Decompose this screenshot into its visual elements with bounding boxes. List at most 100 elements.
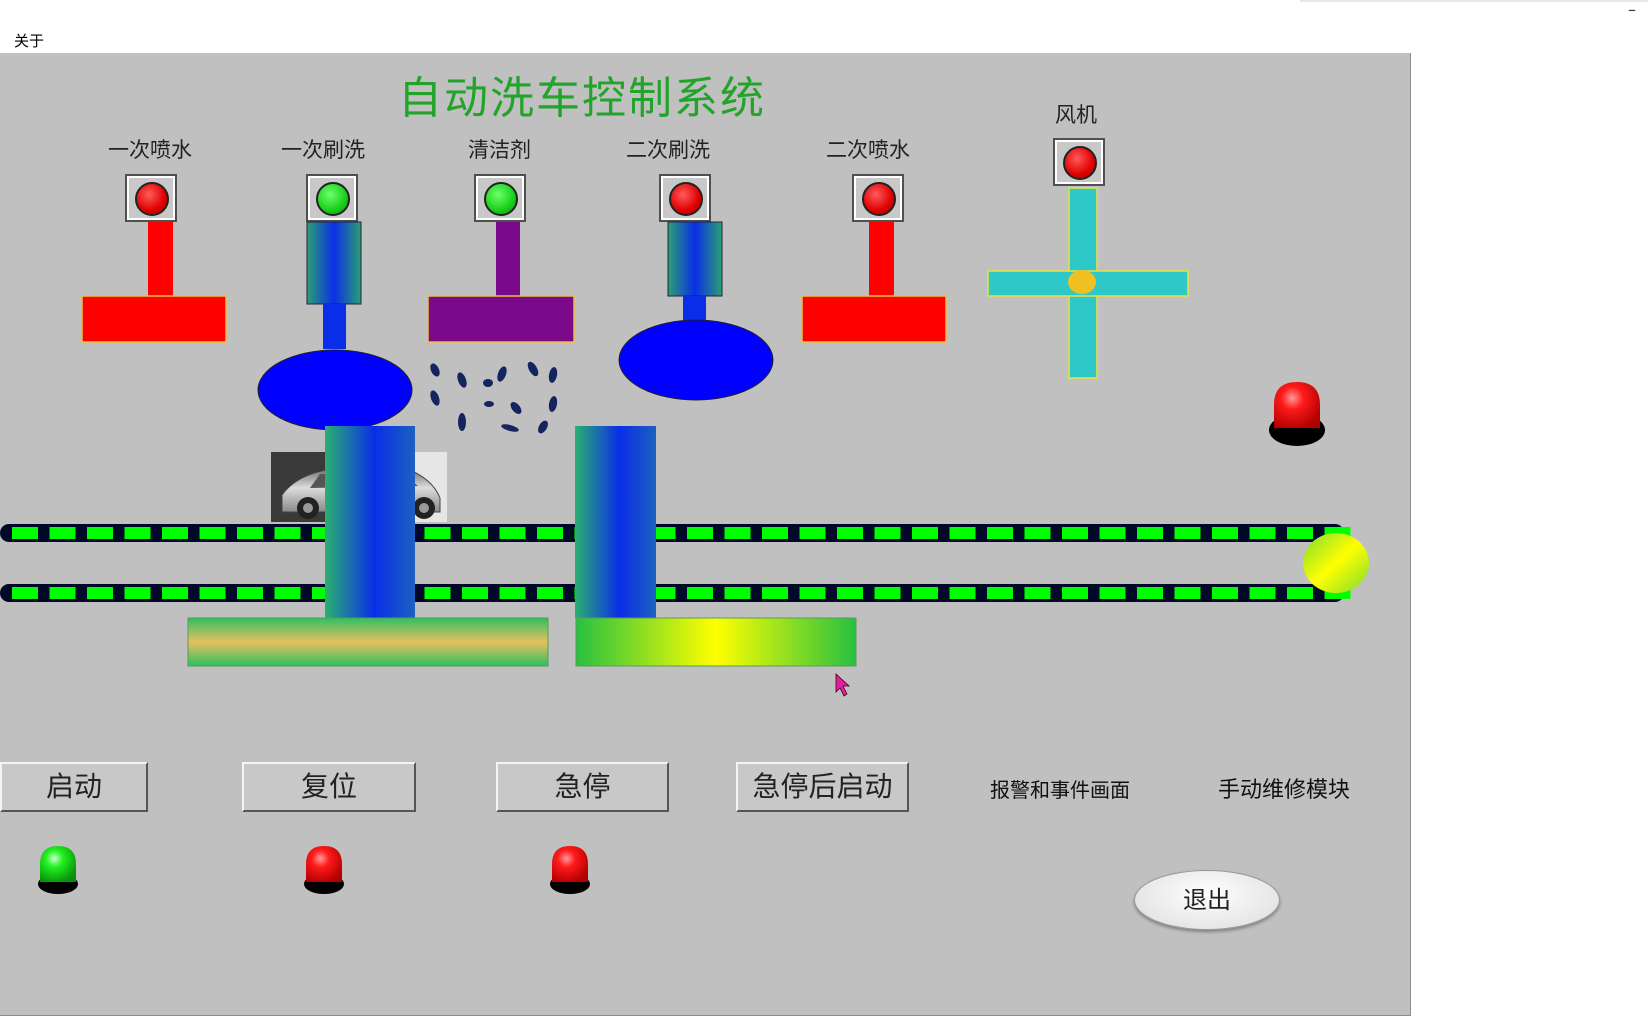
conveyor-link	[1287, 587, 1313, 599]
conveyor-link	[1024, 527, 1051, 539]
side-brush-1	[325, 426, 415, 618]
detergent-head	[427, 295, 575, 343]
detergent-drops	[430, 361, 558, 434]
title-bar-edge	[1300, 0, 1648, 2]
reset-button[interactable]: 复位	[242, 762, 416, 812]
exit-button[interactable]: 退出	[1134, 870, 1280, 930]
brush-1-motor	[306, 221, 362, 305]
detergent-pipe	[496, 222, 520, 296]
menu-item-about[interactable]: 关于	[14, 32, 45, 50]
conveyor-link	[687, 587, 713, 599]
fan-hub	[1068, 270, 1096, 294]
tray-1	[187, 617, 549, 667]
conveyor-link	[687, 527, 713, 539]
lamp-spray-1	[125, 174, 177, 222]
conveyor-link	[124, 527, 151, 539]
conveyor-link	[1137, 527, 1163, 539]
conveyor-link	[1099, 587, 1126, 599]
status-light-icon	[862, 182, 896, 216]
conveyor-link	[424, 527, 451, 539]
estop-indicator-icon	[550, 846, 590, 894]
conveyor-link	[912, 527, 938, 539]
conveyor-link	[49, 527, 76, 539]
conveyor-link	[837, 587, 863, 599]
page-title: 自动洗车控制系统	[398, 73, 766, 124]
conveyor-link	[799, 587, 826, 599]
status-light-icon	[316, 182, 350, 216]
conveyor-link	[499, 527, 526, 539]
brush-1-head	[257, 349, 413, 431]
conveyor-link	[987, 527, 1013, 539]
conveyor-link	[1062, 587, 1088, 599]
conveyor-link	[1174, 527, 1201, 539]
station-label-spray-1: 一次喷水	[108, 138, 192, 162]
station-label-brush-1: 一次刷洗	[281, 138, 365, 162]
conveyor-link	[87, 587, 113, 599]
brush-2-motor	[667, 221, 723, 297]
station-label-detergent: 清洁剂	[468, 138, 531, 162]
conveyor-link	[274, 527, 301, 539]
conveyor-link	[1099, 527, 1126, 539]
status-light-icon	[135, 182, 169, 216]
conveyor-link	[1174, 587, 1201, 599]
conveyor-link	[1062, 527, 1088, 539]
start-indicator-icon	[38, 846, 78, 894]
emergency-stop-button[interactable]: 急停	[496, 762, 669, 812]
spray-2-head	[801, 295, 947, 343]
start-button[interactable]: 启动	[0, 762, 148, 812]
conveyor-link	[837, 527, 863, 539]
conveyor-link	[162, 527, 188, 539]
conveyor-link	[537, 527, 563, 539]
conveyor-link	[87, 527, 113, 539]
conveyor-link	[124, 587, 151, 599]
status-light-icon	[669, 182, 703, 216]
conveyor-link	[1287, 527, 1313, 539]
restart-after-estop-button[interactable]: 急停后启动	[736, 762, 909, 812]
lamp-brush-2	[659, 174, 711, 222]
conveyor-link	[1212, 527, 1238, 539]
conveyor-link	[912, 587, 938, 599]
side-brush-2	[575, 426, 656, 618]
conveyor-link	[424, 587, 451, 599]
brush-2-shaft	[683, 296, 706, 320]
lamp-brush-1	[306, 174, 358, 222]
conveyor-link	[462, 587, 488, 599]
manual-maintenance-link[interactable]: 手动维修模块	[1218, 778, 1351, 803]
brush-2-head	[618, 319, 774, 401]
spray-1-pipe	[148, 222, 173, 296]
conveyor-link	[724, 527, 751, 539]
station-label-fan: 风机	[1055, 103, 1097, 127]
brush-1-shaft	[323, 304, 346, 349]
alarm-events-link[interactable]: 报警和事件画面	[990, 778, 1130, 802]
conveyor-link	[537, 587, 563, 599]
conveyor-link	[874, 527, 901, 539]
conveyor-link	[1249, 587, 1276, 599]
conveyor-link	[12, 587, 38, 599]
conveyor-link	[874, 587, 901, 599]
minimize-icon[interactable]: –	[1628, 0, 1636, 19]
conveyor-link	[949, 527, 976, 539]
conveyor-link	[499, 587, 526, 599]
conveyor-link	[162, 587, 188, 599]
alarm-beacon-icon	[1269, 382, 1325, 446]
status-light-icon	[484, 182, 518, 216]
menu-bar	[0, 0, 1648, 52]
conveyor-link	[762, 527, 788, 539]
conveyor-link	[199, 527, 226, 539]
conveyor-link	[199, 587, 226, 599]
conveyor-link	[274, 587, 301, 599]
conveyor-link	[799, 527, 826, 539]
lamp-fan	[1053, 138, 1105, 186]
status-light-icon	[1063, 146, 1097, 180]
spray-1-head	[81, 295, 227, 343]
spray-2-pipe	[869, 222, 894, 296]
conveyor-link	[12, 527, 38, 539]
reset-indicator-icon	[304, 846, 344, 894]
conveyor-link	[1249, 527, 1276, 539]
conveyor-link	[987, 587, 1013, 599]
conveyor-roller	[1303, 533, 1369, 593]
conveyor-link	[1212, 587, 1238, 599]
conveyor-link	[237, 587, 263, 599]
conveyor-link	[49, 587, 76, 599]
